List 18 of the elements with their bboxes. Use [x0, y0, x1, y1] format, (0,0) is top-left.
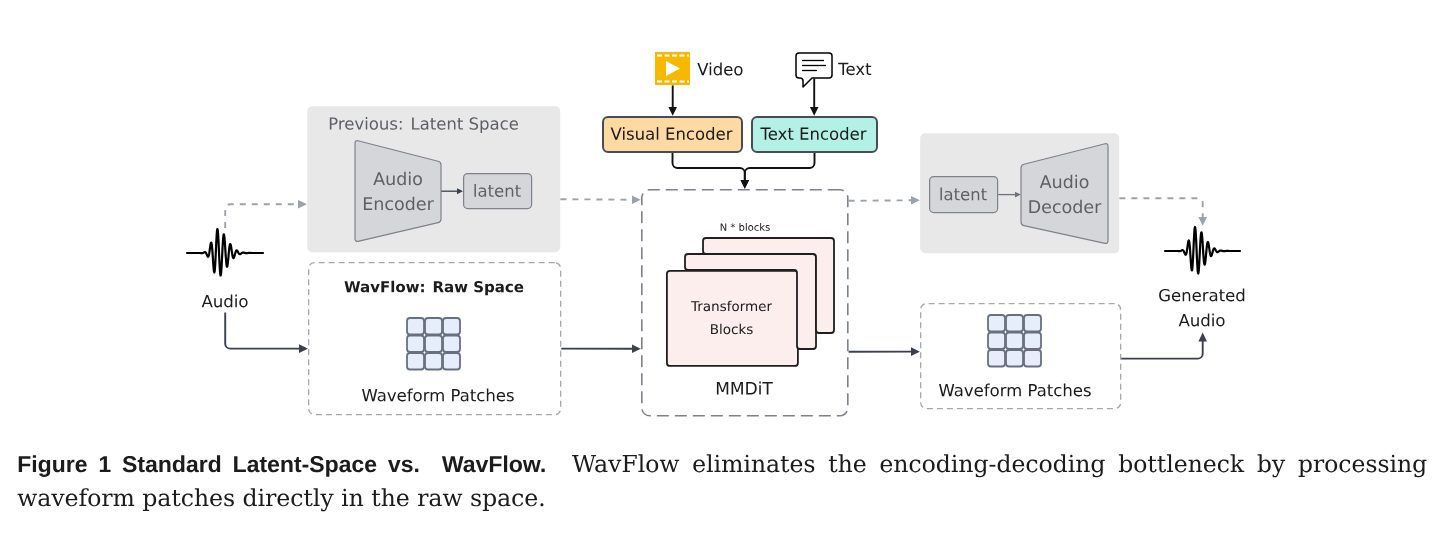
latent-box: latent: [929, 176, 999, 214]
node-label: Waveform Patches: [362, 388, 514, 402]
arrow: [997, 191, 1021, 198]
encoder-box: Text Encoder: [751, 116, 878, 153]
icon-label: Text: [838, 62, 872, 76]
block-stack: Transformer Blocks: [666, 237, 835, 367]
node-label: Generated Audio: [1159, 288, 1245, 327]
figure-caption: Figure 1 Standard Latent-Space vs. WavFlow. WavFlow eliminates the encoding-decoding bottleneck by processing waveform patches directly in the raw space.: [17, 454, 1427, 512]
dashed-box: WavFlow: Raw Space Waveform Patches: [308, 262, 562, 416]
node-label: Audio: [201, 294, 248, 308]
node-label: WavFlow: Raw Space: [344, 280, 524, 296]
dashed-box: Waveform Patches: [920, 303, 1122, 410]
latent-box: latent: [463, 173, 533, 210]
stack-label: N * blocks: [720, 223, 770, 231]
decoder-trapezoid: Audio Decoder: [1020, 143, 1109, 244]
encoder-trapezoid: Audio Encoder: [354, 140, 442, 242]
icon-label: Video: [697, 62, 743, 76]
encoder-box: Visual Encoder: [602, 116, 743, 153]
